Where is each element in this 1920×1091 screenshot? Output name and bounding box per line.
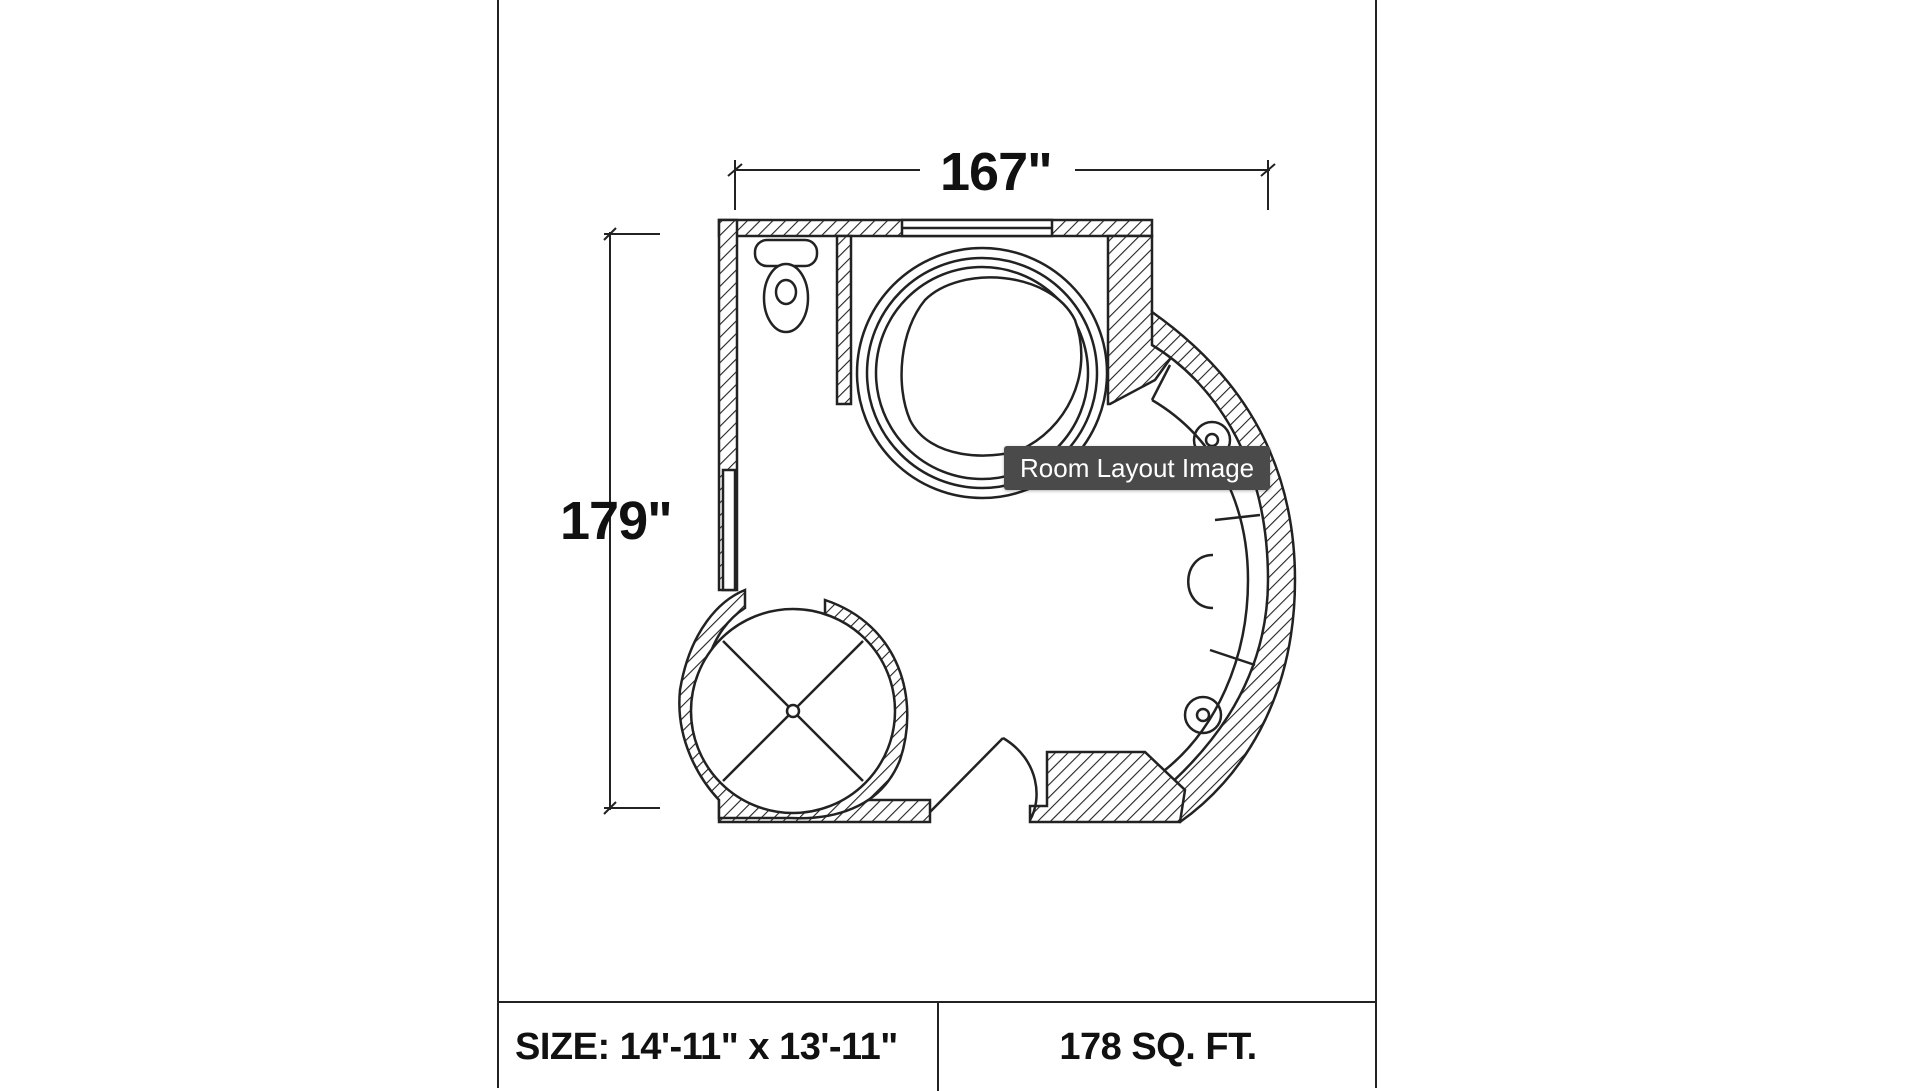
- room-size-label: SIZE: 14'-11" x 13'-11": [497, 1003, 939, 1091]
- bathtub-fixture: [855, 246, 1109, 500]
- height-dimension-label: 179": [560, 491, 673, 551]
- image-tooltip: Room Layout Image: [1004, 446, 1271, 490]
- height-dimension-line: [603, 227, 660, 815]
- width-dimension-label: 167": [940, 142, 1053, 202]
- drawing-sheet: [497, 0, 1377, 1088]
- vanity-counter: [1150, 364, 1261, 771]
- width-dimension-line: [727, 160, 1276, 210]
- room-area-label: 178 SQ. FT.: [1059, 1025, 1257, 1068]
- entry-door: [929, 736, 1038, 821]
- shower-stall: [689, 607, 897, 815]
- toilet-fixture: [753, 238, 819, 334]
- spec-footer: SIZE: 14'-11" x 13'-11" 178 SQ. FT.: [497, 1001, 1377, 1091]
